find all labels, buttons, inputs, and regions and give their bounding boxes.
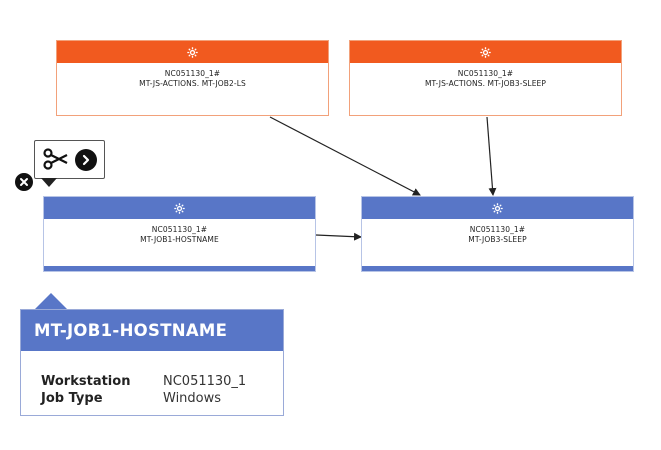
node-header — [362, 197, 633, 219]
gear-icon — [480, 46, 491, 58]
node-action-toolbar — [34, 140, 105, 187]
edge-job2-to-job3[interactable] — [269, 116, 421, 196]
node-workstation: NC051130_1# — [164, 69, 221, 78]
info-value: Windows — [163, 391, 222, 406]
node-job-name: MT-JS-ACTIONS. MT-JOB3-SLEEP — [424, 79, 547, 88]
scissors-icon[interactable] — [43, 148, 69, 170]
node-workstation: NC051130_1# — [469, 225, 526, 234]
node-header — [350, 41, 621, 63]
node-header — [57, 41, 328, 63]
node-header — [44, 197, 315, 219]
gear-icon — [187, 46, 198, 58]
info-row-workstation: Workstation NC051130_1 — [41, 373, 283, 390]
chevron-right-icon[interactable] — [75, 149, 97, 171]
node-job-name: MT-JOB1-HOSTNAME — [140, 235, 219, 244]
gear-icon — [492, 202, 503, 214]
toolbar-pointer — [41, 178, 57, 187]
node-workstation: NC051130_1# — [151, 225, 208, 234]
info-label: Job Type — [41, 391, 103, 406]
close-icon[interactable] — [13, 171, 35, 193]
job-node-mt-job3-sleep-js[interactable]: NC051130_1# MT-JS-ACTIONS. MT-JOB3-SLEEP — [349, 40, 622, 116]
info-value: NC051130_1 — [163, 374, 247, 389]
edge-job1-to-job3[interactable] — [315, 232, 362, 241]
job-node-mt-job1-hostname[interactable]: NC051130_1# MT-JOB1-HOSTNAME — [43, 196, 316, 272]
info-label: Workstation — [41, 374, 131, 389]
job-node-mt-job3-sleep[interactable]: NC051130_1# MT-JOB3-SLEEP — [361, 196, 634, 272]
node-job-name: MT-JOB3-SLEEP — [468, 235, 527, 244]
node-workstation: NC051130_1# — [457, 69, 514, 78]
node-footer — [44, 266, 315, 271]
info-card-pointer — [35, 293, 67, 309]
info-card-title: MT-JOB1-HOSTNAME — [21, 310, 283, 351]
gear-icon — [174, 202, 185, 214]
node-job-name: MT-JS-ACTIONS. MT-JOB2-LS — [139, 79, 246, 88]
info-row-job-type: Job Type Windows — [41, 390, 283, 407]
edge-job3sleep-to-job3[interactable] — [486, 116, 497, 196]
node-footer — [362, 266, 633, 271]
job-node-mt-job2-ls[interactable]: NC051130_1# MT-JS-ACTIONS. MT-JOB2-LS — [56, 40, 329, 116]
job-info-card: MT-JOB1-HOSTNAME Workstation NC051130_1 … — [20, 293, 284, 416]
